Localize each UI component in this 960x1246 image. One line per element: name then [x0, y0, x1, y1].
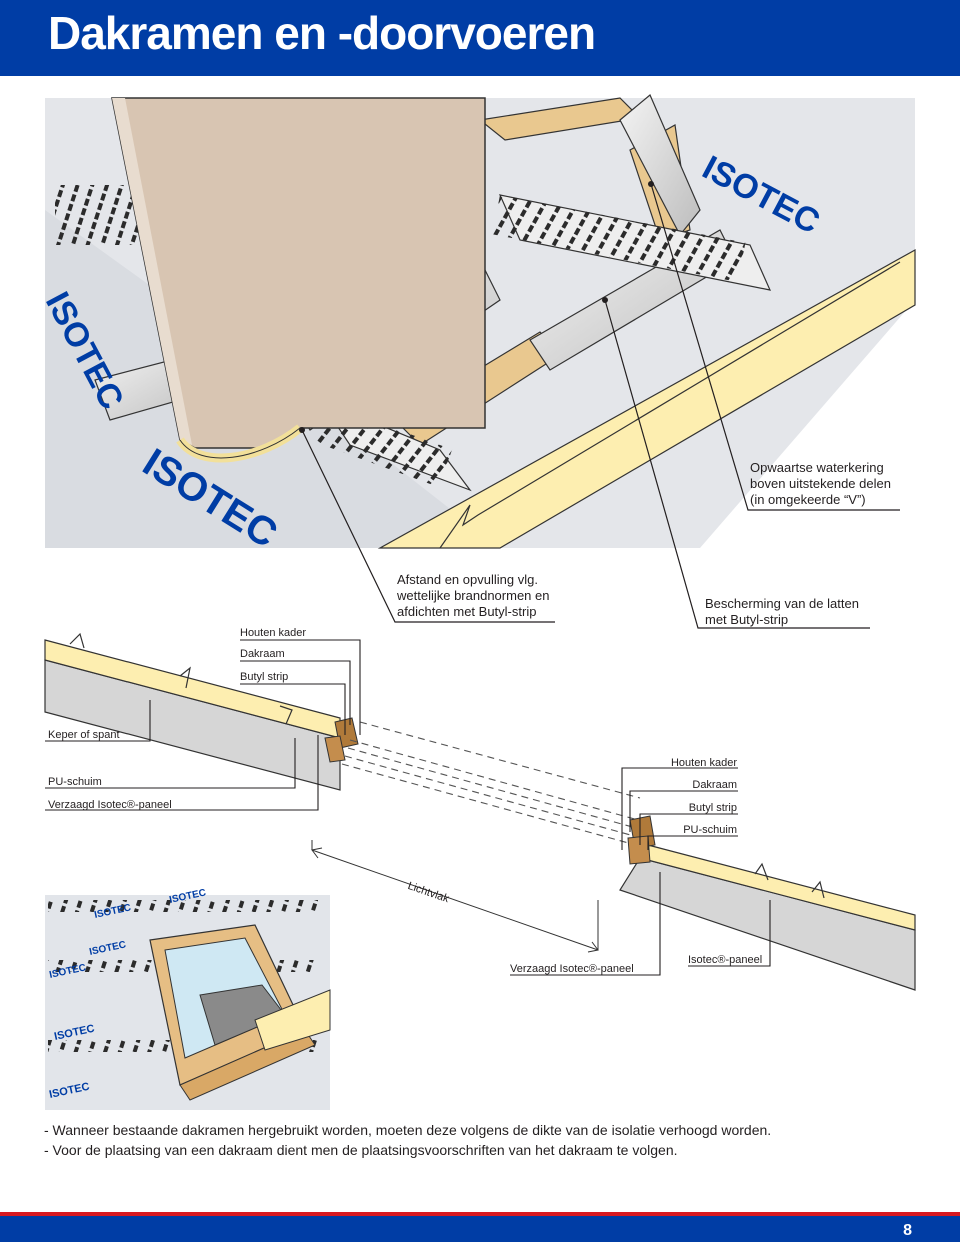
callout-protection: Bescherming van de latten met Butyl-stri… — [705, 596, 859, 627]
label-houten-kader-left: Houten kader — [240, 627, 307, 639]
top-roof-illustration: ISOTEC ISOTEC ISOTEC — [38, 94, 916, 629]
label-dakraam-left: Dakraam — [240, 648, 285, 660]
page-number: 8 — [903, 1222, 912, 1239]
callout-spacing: Afstand en opvulling vlg. wettelijke bra… — [397, 572, 550, 619]
page-header: Dakramen en -doorvoeren — [0, 0, 960, 76]
label-butyl-right: Butyl strip — [688, 802, 737, 814]
label-butyl-left: Butyl strip — [240, 671, 289, 683]
callout-upstand: Opwaartse waterkering boven uitstekende … — [750, 460, 891, 507]
label-pu-left: PU-schuim — [48, 776, 102, 788]
note-2: - Voor de plaatsing van een dakraam dien… — [44, 1142, 678, 1158]
label-pu-right: PU-schuim — [683, 824, 737, 836]
label-dakraam-right: Dakraam — [692, 779, 737, 791]
label-verzaagd-right: Verzaagd Isotec®-paneel — [510, 963, 634, 975]
page-title: Dakramen en -doorvoeren — [48, 7, 596, 59]
label-houten-kader-right: Houten kader — [670, 757, 737, 769]
footer-stripe — [0, 1212, 960, 1216]
label-keper: Keper of spant — [48, 729, 120, 741]
section-drawing — [44, 632, 916, 991]
label-isotec-paneel: Isotec®-paneel — [688, 954, 763, 966]
label-verzaagd-left: Verzaagd Isotec®-paneel — [48, 799, 172, 811]
bottom-skylight-illustration: ISOTEC ISOTEC ISOTEC ISOTEC ISOTEC ISOTE… — [45, 887, 331, 1110]
footer-bar — [0, 1216, 960, 1242]
note-1: - Wanneer bestaande dakramen hergebruikt… — [44, 1122, 772, 1138]
